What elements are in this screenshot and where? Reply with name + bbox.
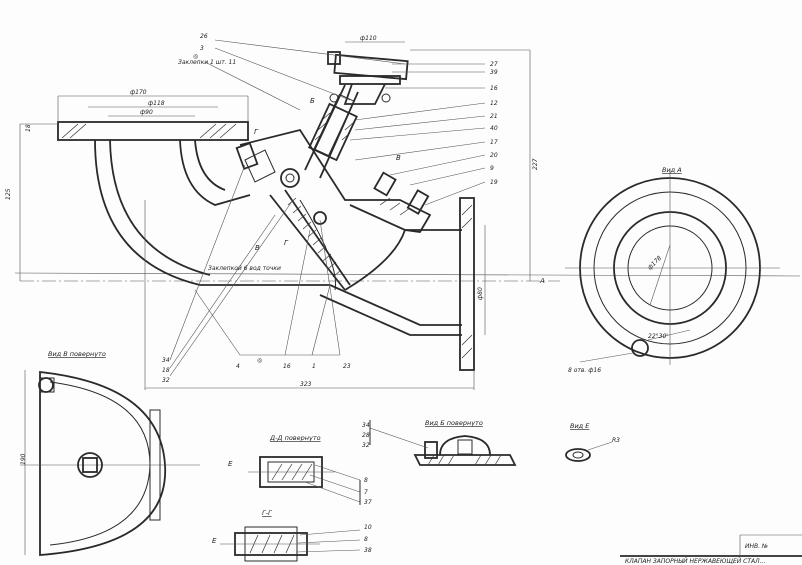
section-dd — [248, 456, 361, 505]
callout-39: 39 — [490, 69, 498, 76]
handwheel — [327, 51, 409, 105]
circle-sym-2: ◎ — [257, 357, 262, 364]
mark-e-1: Е — [228, 460, 233, 468]
dim-d80: ф80 — [477, 287, 484, 300]
callout-gg-38: 38 — [364, 547, 372, 554]
callout-gg-8: 8 — [364, 536, 368, 543]
elbow-inner-inner — [194, 139, 226, 191]
elbow-inner-wall — [179, 139, 251, 206]
elbow-outer-inner — [109, 139, 211, 276]
view-v-housing — [20, 370, 200, 556]
callout-32: 32 — [162, 377, 170, 384]
caption-vid-b: Вид Б повернуто — [425, 419, 483, 427]
callout-b-34: 34 — [362, 422, 370, 429]
circle-sym-1: ◎ — [193, 53, 198, 60]
callout-18: 18 — [162, 367, 170, 374]
hinge-pin-lower — [313, 211, 327, 225]
callout-23: 23 — [343, 363, 351, 370]
bolt-hole — [631, 339, 649, 357]
callout-b-32: 32 — [362, 442, 370, 449]
hinge-pin-upper — [280, 168, 300, 188]
fold-line — [14, 272, 801, 277]
callout-21: 21 — [490, 113, 498, 120]
bonnet — [239, 128, 432, 233]
valve-body — [19, 39, 531, 390]
top-flange — [57, 121, 249, 141]
view-b — [369, 420, 517, 466]
caption-vid-a: Вид А — [662, 166, 682, 174]
callout-16: 16 — [490, 85, 498, 92]
elbow-outer-wall — [94, 139, 330, 286]
dim-227: 227 — [532, 158, 539, 170]
weld-note: Заклепки 1 шт. 11 — [178, 59, 236, 66]
callout-gg-10: 10 — [364, 524, 372, 531]
mark-v-2: В — [396, 154, 401, 162]
callout-20: 20 — [490, 152, 498, 159]
bonnet-curve — [344, 229, 406, 291]
title-block-bottom: КЛАПАН ЗАПОРНЫЙ НЕРЖАВЕЮЩЕЙ СТАЛ... — [625, 558, 765, 565]
callout-27: 27 — [490, 61, 498, 68]
dim-d170: ф170 — [130, 89, 147, 96]
flange-bolts — [235, 142, 430, 215]
caption-sec-gg: Г-Г — [262, 509, 273, 517]
callout-3: 3 — [200, 45, 204, 52]
dim-18: 18 — [25, 124, 32, 132]
mark-b: Б — [310, 97, 315, 105]
callout-dd-8: 8 — [364, 477, 368, 484]
callout-17: 17 — [490, 139, 498, 146]
mark-a: А — [539, 277, 545, 285]
dim-190: 190 — [20, 453, 27, 465]
dim-d118: ф118 — [148, 100, 165, 107]
outlet-lower-inner — [319, 294, 462, 336]
assembly-note: Заклепкой 6 вод точки — [208, 265, 281, 272]
mark-g-top: Г — [254, 128, 259, 136]
callout-9: 9 — [490, 165, 494, 172]
view-e — [565, 441, 613, 462]
outlet-lower-wall — [329, 284, 462, 326]
callout-4: 4 — [236, 363, 240, 370]
callout-b-28: 28 — [362, 432, 370, 439]
angle-note: 22°30' — [648, 333, 668, 340]
dim-125: 125 — [5, 188, 12, 200]
disc-hatch — [287, 197, 342, 278]
outlet-flange — [459, 197, 475, 371]
callout-12: 12 — [490, 100, 498, 107]
seat-line-2 — [284, 189, 351, 286]
dim-d110: ф110 — [360, 35, 377, 42]
mark-v: В — [255, 244, 260, 252]
dim-323: 323 — [300, 381, 312, 388]
callout-16b: 16 — [283, 363, 291, 370]
callout-40: 40 — [490, 125, 498, 132]
title-block — [620, 534, 802, 557]
caption-vid-v: Вид В повернуто — [48, 350, 106, 358]
section-gg — [220, 526, 361, 562]
callout-1: 1 — [312, 363, 316, 370]
caption-sec-dd: Д-Д повернуто — [269, 434, 321, 442]
dim-d90: ф90 — [140, 109, 153, 116]
gland — [308, 102, 358, 162]
mark-e-2: Е — [212, 537, 217, 545]
callout-dd-37: 37 — [364, 499, 372, 506]
dim-d178: ф178 — [646, 255, 663, 272]
callout-34: 34 — [162, 357, 170, 364]
mark-g-bottom: Г — [284, 239, 289, 247]
callout-26: 26 — [200, 33, 208, 40]
view-a-flange — [565, 170, 780, 365]
dim-r3: R3 — [612, 437, 620, 444]
holes-note: 8 отв. ф16 — [568, 367, 601, 374]
callout-dd-7: 7 — [364, 489, 368, 496]
caption-vid-e: Вид Е — [570, 422, 590, 430]
title-block-inv: ИНВ. № — [745, 543, 768, 550]
callout-19: 19 — [490, 179, 498, 186]
